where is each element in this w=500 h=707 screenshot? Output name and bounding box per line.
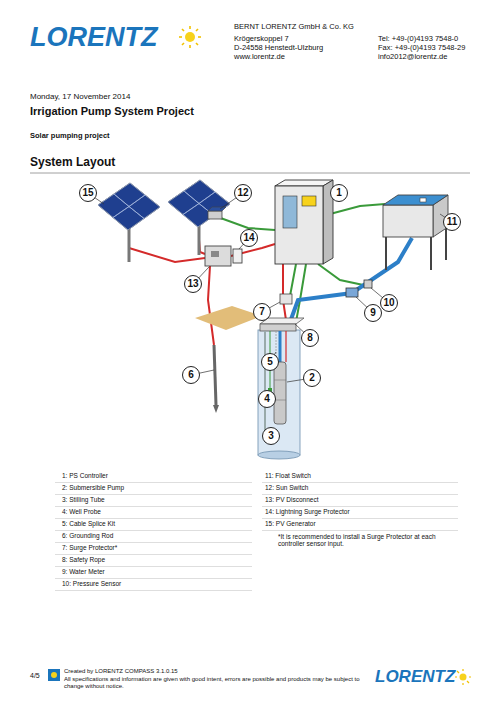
callout-number: 3 <box>268 431 274 441</box>
callout-number: 12 <box>237 188 248 198</box>
callout-circle: 14 <box>240 229 258 247</box>
table-rules <box>55 483 458 591</box>
grounding-rod <box>213 345 219 413</box>
callout-circle: 8 <box>301 329 319 347</box>
date: Monday, 17 November 2014 <box>30 92 130 101</box>
callout-number: 11 <box>447 217 458 227</box>
callout-number: 13 <box>187 279 198 289</box>
callout-circle: 2 <box>303 369 321 387</box>
page-title: Irrigation Pump System Project <box>30 105 194 118</box>
sun-switch <box>208 207 226 219</box>
page-number: 4/5 <box>30 672 40 680</box>
callout-number: 2 <box>309 373 315 383</box>
footer-icon <box>48 669 60 681</box>
callout-circle: 13 <box>184 275 202 293</box>
table-cell: 13: PV Disconnect <box>265 496 318 503</box>
table-cell: 5: Cable Splice Kit <box>62 520 115 527</box>
callout-number: 7 <box>259 307 265 317</box>
logo-sun <box>179 26 201 48</box>
table-cell: 7: Surge Protector* <box>62 544 117 551</box>
callout-number: 6 <box>188 370 194 380</box>
logo-text: LORENTZ <box>30 22 158 53</box>
ground-area <box>195 306 262 330</box>
table-cell: 8: Safety Rope <box>62 556 105 563</box>
callout-circle: 7 <box>253 303 271 321</box>
subtitle: Solar pumping project <box>30 132 110 141</box>
callout-number: 1 <box>336 188 342 198</box>
email: info2012@lorentz.de <box>378 53 447 62</box>
surge-protector <box>280 294 292 304</box>
table-cell: 14: Lightning Surge Protector <box>265 508 350 515</box>
callout-circle: 4 <box>258 390 276 408</box>
table-cell: 11: Float Switch <box>265 472 311 479</box>
water-meter <box>346 288 358 297</box>
pv-panel <box>98 183 160 262</box>
callout-circle: 1 <box>330 184 348 202</box>
logo-text: LORENTZ <box>375 667 455 687</box>
callout-circle: 6 <box>182 366 200 384</box>
section-rule <box>30 173 470 174</box>
website: www.lorentz.de <box>234 53 285 62</box>
wiring <box>129 204 385 345</box>
logo-sun <box>455 669 471 685</box>
table-cell: 3: Stilling Tube <box>62 496 105 503</box>
table-cell: 10: Pressure Sensor <box>62 580 121 587</box>
address-line: D-24558 Henstedt-Ulzburg <box>234 44 323 53</box>
callout-circle: 9 <box>364 304 382 322</box>
callout-number: 4 <box>264 394 270 404</box>
callout-circle: 12 <box>234 184 252 202</box>
callout-circle: 5 <box>261 353 279 371</box>
callout-circle: 15 <box>79 184 97 202</box>
phone: Tel: +49-(0)4193 7548-0 <box>378 35 458 44</box>
table-cell: 15: PV Generator <box>265 520 316 527</box>
fax: Fax: +49-(0)4193 7548-29 <box>378 44 465 53</box>
footnote: *It is recommended to install a Surge Pr… <box>278 533 458 548</box>
surge-box <box>233 249 242 263</box>
address-line: Krögerskoppel 7 <box>234 35 289 44</box>
table-cell: 6: Grounding Rod <box>62 532 113 539</box>
table-cell: 4: Well Probe <box>62 508 101 515</box>
leader-lines <box>88 193 452 436</box>
section-heading: System Layout <box>30 156 115 170</box>
table-cell: 2: Submersible Pump <box>62 484 124 491</box>
callout-number: 9 <box>370 308 376 318</box>
pv-disconnect <box>205 246 231 266</box>
well <box>258 318 304 459</box>
water-tank <box>383 195 448 270</box>
table-cell: 1: PS Controller <box>62 472 108 479</box>
pressure-sensor <box>364 280 372 288</box>
callout-circle: 10 <box>380 294 398 312</box>
callout-number: 14 <box>243 233 254 243</box>
table-cell: 12: Sun Switch <box>265 484 308 491</box>
pv-panel <box>168 180 230 255</box>
callout-number: 10 <box>383 298 394 308</box>
callout-number: 5 <box>267 357 273 367</box>
callout-circle: 11 <box>443 213 461 231</box>
callout-number: 15 <box>82 188 93 198</box>
callout-number: 8 <box>307 333 313 343</box>
company-name: BERNT LORENTZ GmbH & Co. KG <box>234 23 354 32</box>
callout-circle: 3 <box>262 427 280 445</box>
disclaimer: All specifications and information are g… <box>64 676 364 690</box>
table-cell: 9: Water Meter <box>62 568 105 575</box>
disconnect-switch <box>211 251 219 257</box>
controller-cabinet <box>275 180 333 264</box>
footer-credit: Created by LORENTZ COMPASS 3.1.0.15 <box>64 668 178 675</box>
